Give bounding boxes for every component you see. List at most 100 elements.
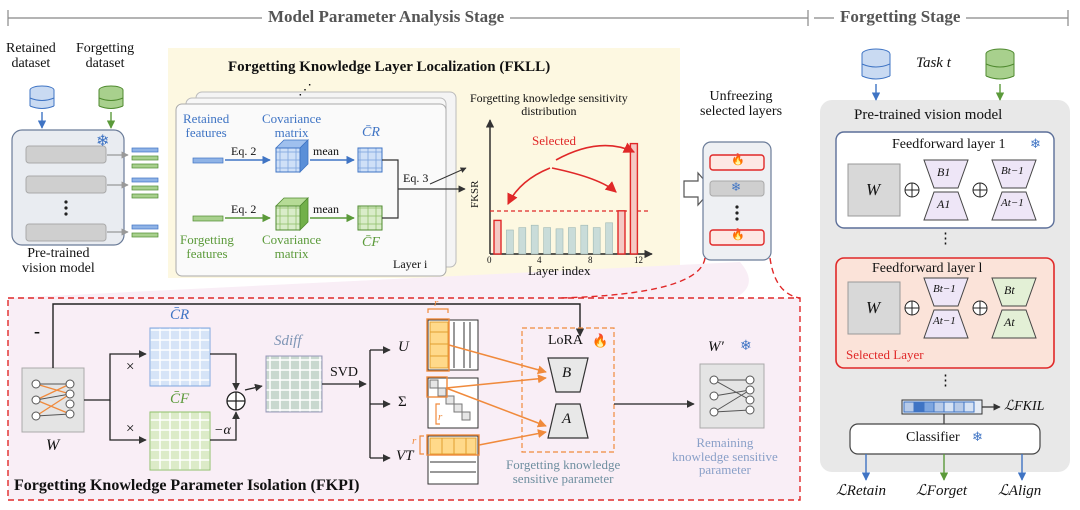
ff-layer-1 (835, 131, 1055, 229)
eq2-top-label: Eq. 2 (231, 144, 257, 158)
sigma-label: Σ (398, 394, 407, 410)
eq2-bottom-label: Eq. 2 (231, 202, 257, 216)
cov-matrix-retained (275, 139, 309, 173)
fkll-title: Forgetting Knowledge Layer Localization … (228, 59, 551, 75)
x-tick-4: 4 (537, 255, 542, 265)
bt1-label-ffl: Bt−1 (933, 283, 956, 295)
at1-label-ff1: At−1 (1001, 197, 1024, 209)
w-network (21, 367, 85, 433)
bt1-label-ff1: Bt−1 (1001, 165, 1024, 177)
x-tick-12: 12 (634, 255, 643, 265)
bar-layer-3 (518, 227, 527, 255)
bar-layer-4 (530, 224, 539, 255)
oplus-icon (226, 391, 246, 411)
task-label: Task t (916, 55, 951, 71)
vdots-right-1: ⋮ (938, 231, 953, 247)
cf-matrix-large (149, 411, 211, 471)
cr-label-large: C̄R (170, 307, 190, 323)
stage-title-analysis: Model Parameter Analysis Stage (262, 8, 511, 26)
u-label: U (398, 339, 409, 355)
unfreezing-box (702, 141, 772, 261)
vt-label: VT (396, 448, 414, 464)
x-tick-0: 0 (487, 255, 492, 265)
cr-matrix-small (357, 147, 383, 173)
bar-layer-8 (580, 224, 589, 255)
cov-matrix-forgetting (275, 197, 309, 231)
snowflake-icon-wprime: ❄ (740, 339, 752, 354)
unfreezing-label: Unfreezing selected layers (700, 89, 783, 119)
lora-b-block (547, 357, 589, 393)
forgetting-db-icon (98, 85, 124, 109)
forgetting-feature-vector (192, 215, 224, 222)
ff1-label: Feedforward layer 1 (892, 137, 1006, 152)
cf-label-small: C̄F (362, 235, 380, 250)
classifier-label: Classifier (906, 430, 960, 445)
remaining-param-label: Remaining knowledge sensitive parameter (672, 435, 778, 478)
minus-sign: - (34, 321, 40, 341)
lora-b-label: B (562, 365, 572, 381)
layer-stack-dots: ⋰ (298, 83, 312, 98)
sdiff-label: Sdiff (274, 333, 302, 349)
bar-layer-6 (555, 228, 564, 255)
flame-icon-2: 🔥 (731, 229, 745, 241)
x-tick-8: 8 (588, 255, 593, 265)
cr-label-small: C̄R (362, 125, 380, 140)
snowflake-icon-classifier: ❄ (972, 429, 983, 444)
chart-xlabel: Layer index (528, 263, 591, 278)
chart-title: Forgetting knowledge sensitivity distrib… (470, 91, 628, 118)
cf-matrix-small (357, 205, 383, 231)
b1-label: B1 (937, 165, 951, 179)
l-retain-label: ℒRetain (836, 483, 886, 499)
lora-box (521, 327, 615, 453)
task-db-green-icon (985, 48, 1015, 80)
bar-layer-2 (506, 229, 514, 255)
embedding-vector (901, 399, 983, 415)
flame-icon-1: 🔥 (731, 154, 745, 166)
snowflake-icon-mid: ❄ (731, 180, 742, 194)
mean-bottom-label: mean (313, 202, 339, 216)
r-label-vt: r (412, 435, 417, 447)
snowflake-icon-left: ❄ (96, 133, 110, 150)
chart-ylabel: FKSR (469, 180, 481, 208)
l-align-label: ℒAlign (998, 483, 1042, 499)
bar-layer-11 (617, 210, 626, 255)
retained-db-icon (29, 85, 55, 109)
at-label: At (1004, 315, 1015, 329)
bar-layer-1 (493, 219, 502, 255)
bar-layer-9 (592, 227, 601, 255)
bar-layer-5 (543, 227, 551, 255)
lora-a-label: A (562, 411, 572, 427)
fkpi-title: Forgetting Knowledge Parameter Isolation… (14, 477, 360, 494)
lora-label: LoRA (548, 333, 583, 348)
lora-flame-icon: 🔥 (592, 333, 609, 348)
svd-label: SVD (330, 365, 359, 380)
forgetting-param-label: Forgetting knowledge sensitive parameter (506, 457, 621, 486)
stage-title-forgetting: Forgetting Stage (834, 8, 967, 26)
fkll-layer-cards (175, 91, 457, 277)
w-label: W (46, 437, 60, 454)
eq3-label: Eq. 3 (403, 171, 429, 185)
fkpi-panel (7, 297, 801, 501)
cov-matrix-top-label: Covariance matrix (262, 111, 322, 140)
retained-feature-vector (192, 157, 224, 164)
l-forget-label: ℒForget (916, 483, 968, 499)
a1-label: A1 (937, 197, 951, 211)
fksr-chart (485, 119, 653, 259)
left-feature-arrows (107, 147, 159, 238)
ff-layer-l (835, 257, 1055, 369)
bt-label: Bt (1004, 283, 1015, 297)
r-label-sigma: r (438, 411, 443, 423)
cr-matrix-large (149, 327, 211, 387)
left-pretrained-model (11, 129, 125, 246)
times-top: × (126, 359, 135, 375)
retained-dataset-label: Retained dataset (6, 41, 56, 71)
r-label-u: r (434, 297, 439, 309)
forgetting-dataset-label: Forgetting dataset (76, 41, 135, 71)
u-matrix (426, 318, 479, 372)
w-prime-label: W′ (708, 339, 724, 355)
w-prime-network (699, 363, 765, 429)
mean-top-label: mean (313, 144, 339, 158)
times-bottom: × (126, 421, 135, 437)
neg-alpha-label: −α (214, 423, 231, 438)
